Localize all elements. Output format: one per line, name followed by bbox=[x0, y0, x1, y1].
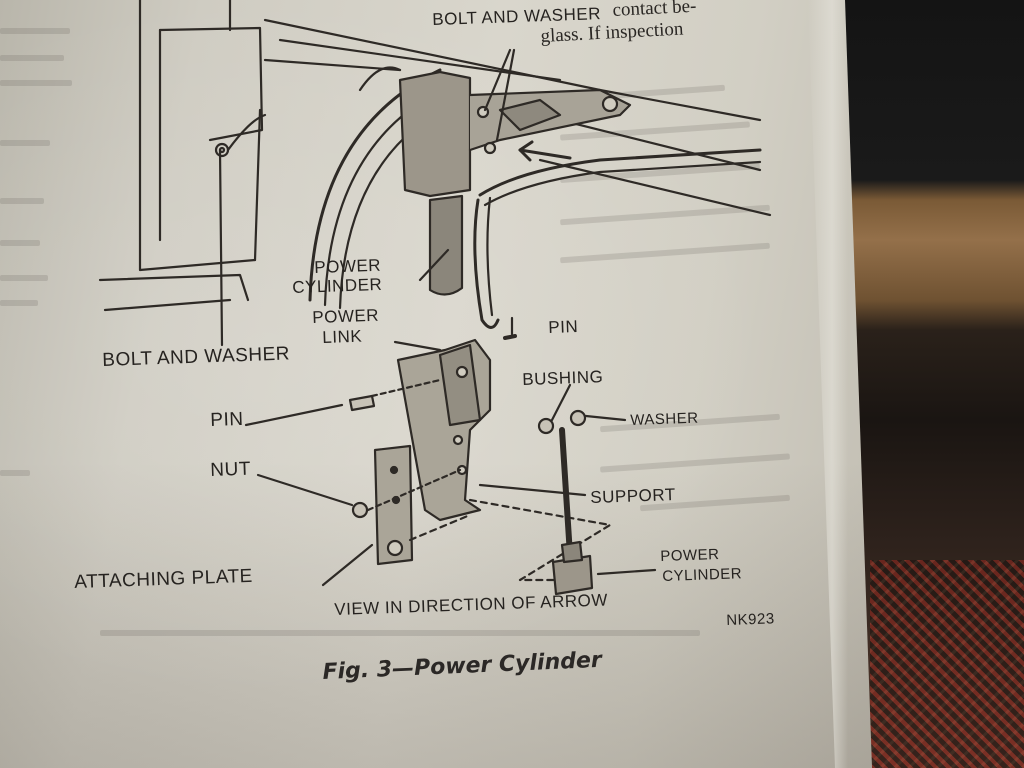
label-power-cylinder-line2: CYLINDER bbox=[292, 274, 383, 297]
label-pin-left: PIN bbox=[210, 408, 244, 431]
figure-code: NK923 bbox=[726, 610, 775, 629]
label-power-link-line2: LINK bbox=[322, 326, 363, 347]
hose-2 bbox=[478, 148, 762, 197]
leader-nut bbox=[256, 473, 354, 507]
bolt-left bbox=[214, 142, 230, 158]
leader-support bbox=[478, 483, 587, 497]
label-support: SUPPORT bbox=[590, 485, 676, 507]
label-washer: WASHER bbox=[630, 409, 699, 429]
hose-1 bbox=[473, 198, 500, 329]
pin-right bbox=[503, 334, 517, 340]
direction-arrow bbox=[518, 148, 572, 160]
bushing bbox=[537, 417, 555, 435]
label-pin-right: PIN bbox=[548, 316, 579, 337]
hinge-panel bbox=[158, 26, 264, 142]
washer bbox=[569, 409, 587, 427]
leader-pin-left bbox=[244, 403, 344, 427]
label-power-cylinder-bottom-line2: CYLINDER bbox=[662, 565, 743, 585]
leader-bushing bbox=[550, 383, 572, 422]
cylinder-mount-bracket bbox=[398, 70, 472, 198]
background-fabric bbox=[870, 560, 1024, 768]
linkage-arm bbox=[468, 88, 632, 152]
leader-power-cylinder-bottom bbox=[596, 568, 657, 576]
leader-washer bbox=[584, 414, 627, 422]
label-power-link-line1: POWER bbox=[312, 305, 380, 327]
leader-bolt-left bbox=[218, 148, 224, 347]
attaching-plate bbox=[373, 444, 414, 566]
power-cylinder-body bbox=[428, 194, 464, 296]
leader-power-link bbox=[393, 340, 442, 352]
door-frame bbox=[138, 0, 257, 272]
label-nut: NUT bbox=[210, 458, 252, 481]
label-bushing: BUSHING bbox=[522, 367, 604, 389]
bolt-top-2 bbox=[483, 141, 497, 155]
leader-attaching-plate bbox=[321, 543, 374, 587]
nut bbox=[351, 501, 369, 519]
pin-left bbox=[348, 394, 376, 412]
label-power-cylinder-bottom-line1: POWER bbox=[660, 545, 720, 565]
